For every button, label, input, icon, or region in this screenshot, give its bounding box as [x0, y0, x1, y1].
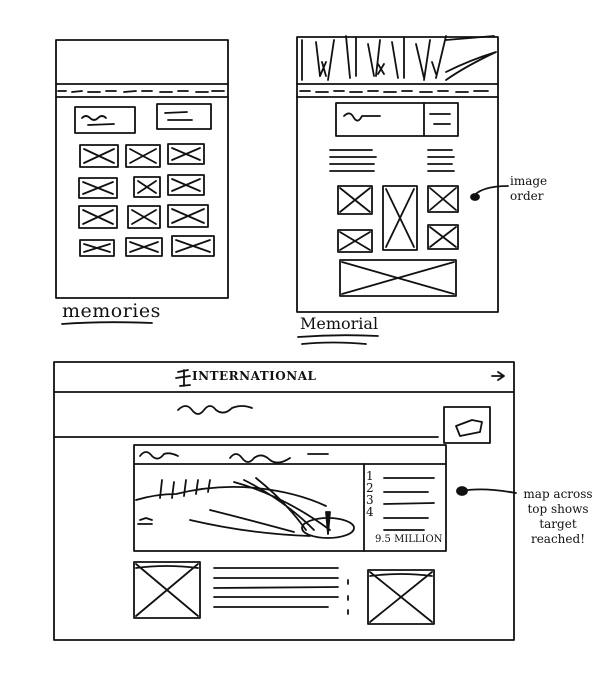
map-note: map across top shows target reached! — [518, 487, 598, 547]
map-side-list-lines — [383, 477, 435, 531]
list-number: 1 — [366, 469, 374, 483]
international-frame — [53, 361, 515, 641]
memories-thumb — [79, 144, 119, 168]
map-target-pin — [325, 511, 331, 535]
international-thumbnail-scribble — [455, 419, 483, 437]
memories-thumb — [133, 176, 161, 198]
memories-thumbnail-grid — [78, 143, 215, 257]
wireframe-memories — [55, 39, 229, 325]
map-list-numbers: 1 2 3 4 — [366, 470, 374, 518]
international-bottom-image-right — [367, 569, 435, 625]
memorial-image-wide — [339, 259, 457, 297]
memories-feature-scribble-right — [164, 111, 193, 121]
list-number: 3 — [366, 493, 374, 507]
memorial-body-text-right — [427, 149, 455, 172]
image-order-note: image order — [510, 174, 570, 204]
memories-thumb — [171, 235, 215, 257]
international-logo-mark — [175, 369, 191, 387]
international-brand: INTERNATIONAL — [192, 369, 317, 383]
image-order-arrow-dot — [470, 193, 480, 201]
memories-thumb — [79, 239, 115, 257]
map-start-mark — [137, 517, 153, 525]
memories-thumb — [167, 204, 209, 228]
international-thumbnail — [443, 406, 491, 444]
memorial-side-scribble — [429, 113, 451, 125]
memorial-image-4 — [337, 229, 373, 253]
memorial-body-text-left — [329, 149, 377, 172]
international-bottom-text-lines — [213, 567, 339, 608]
international-title-scribble — [177, 405, 253, 415]
international-bottom-image-left — [133, 561, 201, 619]
memorial-image-2 — [382, 185, 418, 251]
note-line: image — [510, 174, 548, 188]
map-headline-scribble — [139, 451, 329, 464]
note-line: top shows — [527, 502, 589, 516]
memorial-label: Memorial — [300, 314, 379, 333]
memories-thumb — [125, 144, 161, 168]
memorial-hero-photo-sketch — [301, 35, 497, 81]
note-line: reached! — [530, 532, 586, 546]
international-map-box — [133, 444, 447, 552]
memorial-label-underline — [297, 334, 379, 345]
memories-nav-dashes — [57, 90, 225, 93]
map-note-arrow-dot — [456, 486, 468, 496]
memories-thumb — [127, 205, 161, 229]
memorial-image-5 — [427, 224, 459, 250]
memories-thumb — [78, 177, 118, 199]
memorial-frame — [296, 36, 499, 313]
memorial-title-band — [335, 102, 459, 137]
wireframe-international — [53, 361, 517, 641]
memories-label: memories — [62, 300, 161, 322]
list-number: 2 — [366, 481, 374, 495]
memories-frame — [55, 39, 229, 299]
memories-thumb — [125, 237, 163, 257]
memories-label-underline — [61, 321, 153, 325]
memories-thumb — [78, 205, 118, 229]
memories-feature-scribble-left — [81, 115, 115, 126]
memories-thumb — [167, 143, 205, 165]
international-header-arrow-icon — [491, 371, 505, 381]
map-note-arrow — [461, 488, 517, 494]
memorial-title-scribble — [343, 112, 381, 122]
note-line: map across — [523, 487, 593, 501]
wireframe-memorial — [296, 35, 509, 345]
note-line: target — [539, 517, 577, 531]
memories-feature-box-left — [74, 106, 136, 134]
memorial-image-1 — [337, 185, 373, 215]
note-line: order — [510, 189, 544, 203]
map-routes — [189, 477, 331, 537]
memorial-nav-dashes — [299, 90, 489, 93]
memories-feature-box-right — [156, 103, 212, 130]
map-target-figure: 9.5 MILLION — [375, 534, 443, 545]
memories-thumb — [167, 174, 205, 196]
memorial-image-3 — [427, 185, 459, 213]
list-number: 4 — [366, 505, 374, 519]
map-terrain-sketch — [135, 479, 327, 507]
